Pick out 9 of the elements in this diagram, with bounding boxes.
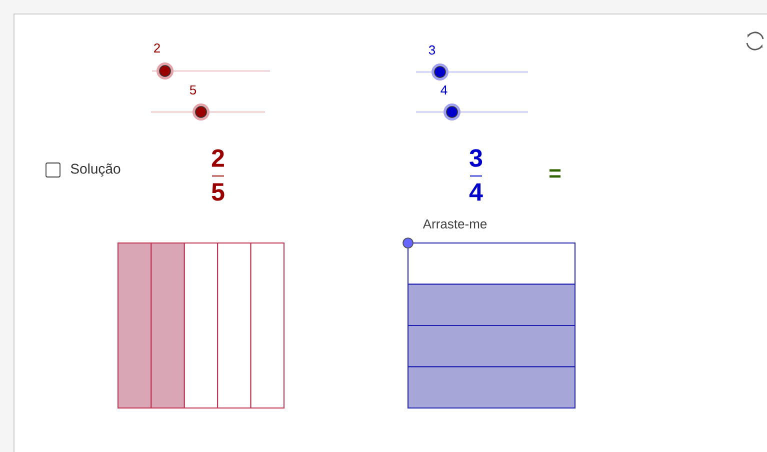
slider-value: 4 (440, 86, 448, 94)
checkbox: Solução (46, 162, 120, 178)
fraction: 3 4 (469, 149, 483, 201)
slider-value: 3 (428, 45, 436, 55)
slider-value: 2 (154, 43, 160, 53)
drag-label: Arraste-me (422, 219, 487, 229)
equals-sign: = (550, 169, 561, 178)
fraction: 2 5 (212, 149, 224, 201)
slider-value: 5 (190, 85, 196, 95)
